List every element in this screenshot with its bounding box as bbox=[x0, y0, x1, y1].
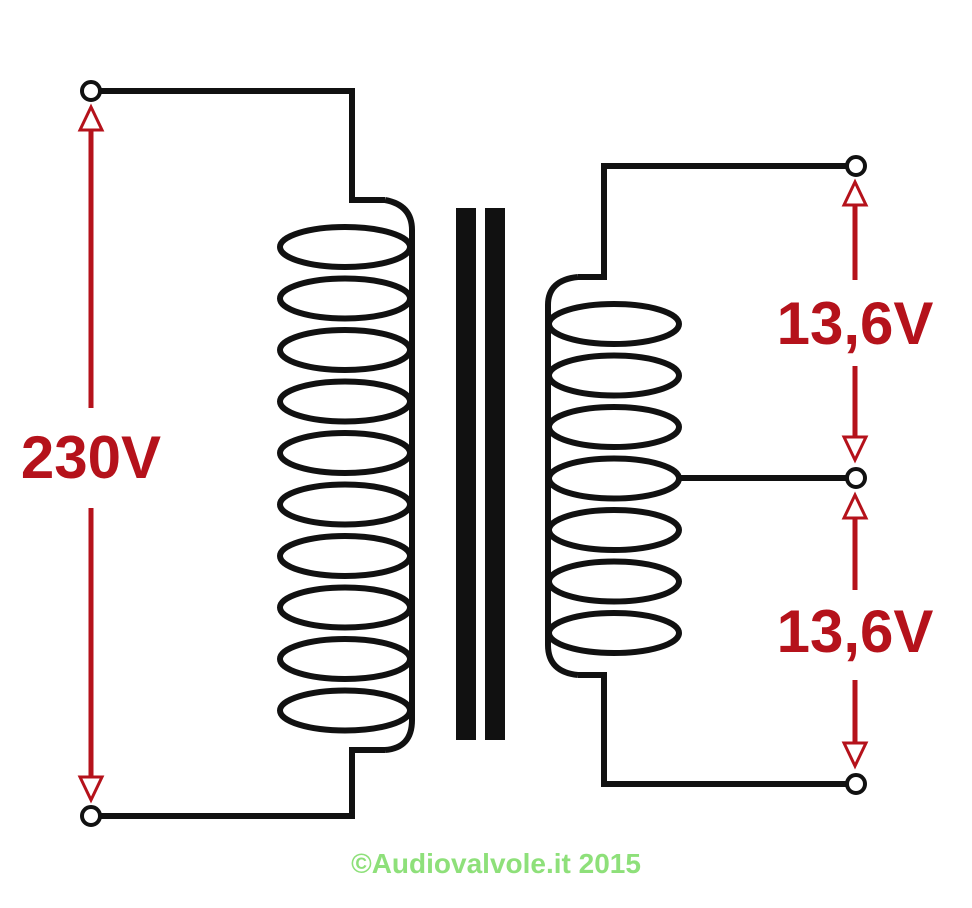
secondary-coil bbox=[546, 301, 682, 656]
primary-coil-turn bbox=[277, 224, 413, 270]
secondary-lower-arrow-up bbox=[841, 491, 869, 520]
primary-coil-turn bbox=[277, 378, 413, 425]
secondary-coil-turn bbox=[546, 610, 682, 656]
secondary-bottom-wire bbox=[578, 672, 846, 787]
core-bar-right bbox=[485, 208, 505, 740]
secondary-upper-arrow-up bbox=[841, 178, 869, 207]
primary-coil-turn bbox=[277, 481, 413, 528]
primary-coil-turn bbox=[277, 275, 413, 322]
secondary-upper-arrow-down bbox=[841, 435, 869, 464]
core-bar-left bbox=[456, 208, 476, 740]
copyright-notice: ©Audiovalvole.it 2015 bbox=[351, 848, 641, 879]
secondary-center-terminal bbox=[845, 467, 867, 489]
primary-coil-turn bbox=[277, 533, 413, 579]
secondary-coil-turn bbox=[546, 352, 682, 399]
secondary-coil-turn bbox=[546, 404, 682, 450]
secondary-lower-voltage-label: 13,6V bbox=[777, 598, 934, 665]
primary-coil-turn bbox=[277, 327, 413, 373]
secondary-coil-turn bbox=[546, 558, 682, 605]
secondary-coil-turn bbox=[546, 507, 682, 553]
primary-top-wire bbox=[100, 88, 385, 203]
primary-coil-spine bbox=[384, 197, 415, 753]
primary-coil-turn bbox=[277, 430, 413, 476]
primary-bottom-terminal bbox=[80, 805, 102, 827]
primary-arrow-up bbox=[77, 103, 105, 132]
secondary-coil-turn bbox=[546, 455, 682, 502]
primary-bottom-wire bbox=[100, 747, 385, 819]
primary-coil bbox=[277, 224, 413, 734]
primary-coil-turn bbox=[277, 687, 413, 734]
secondary-top-terminal bbox=[845, 155, 867, 177]
secondary-bottom-terminal bbox=[845, 773, 867, 795]
secondary-upper-voltage-label: 13,6V bbox=[777, 290, 934, 357]
primary-coil-turn bbox=[277, 584, 413, 631]
primary-voltage-label: 230V bbox=[21, 424, 161, 491]
primary-coil-turn bbox=[277, 636, 413, 682]
secondary-coil-turn bbox=[546, 301, 682, 347]
primary-arrow-down bbox=[77, 775, 105, 804]
secondary-top-wire bbox=[578, 163, 846, 280]
primary-top-terminal bbox=[80, 80, 102, 102]
secondary-lower-arrow-down bbox=[841, 741, 869, 770]
